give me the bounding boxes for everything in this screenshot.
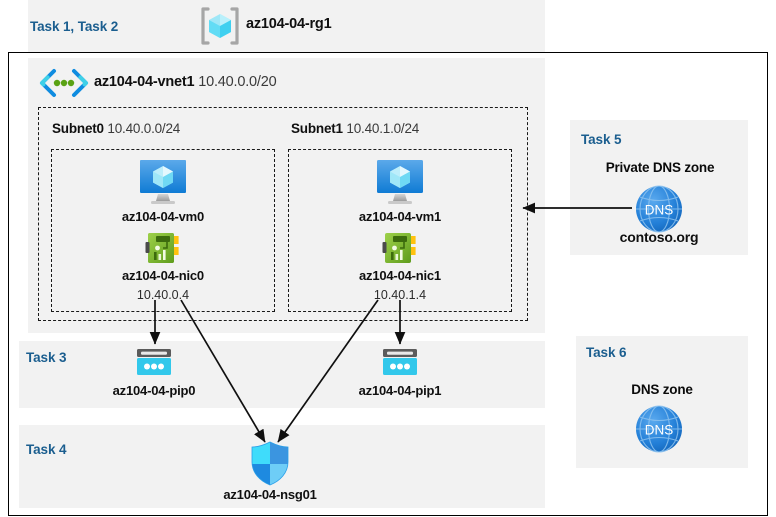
vm0-label: az104-04-vm0 [121, 209, 205, 224]
nsg-label: az104-04-nsg01 [223, 487, 317, 502]
task-label-6: Task 6 [586, 345, 627, 360]
private-dns-zone-name: contoso.org [619, 229, 699, 245]
virtual-network-panel [28, 58, 545, 333]
subnet1-title: Subnet1 10.40.1.0/24 [291, 121, 419, 136]
dns-zone-heading: DNS zone [631, 382, 693, 397]
vnet-name: az104-04-vnet1 [94, 74, 195, 90]
nic0-label: az104-04-nic0 [122, 268, 204, 283]
public-ip-address-icon [135, 347, 173, 379]
nic0-private-ip: 10.40.0.4 [136, 288, 190, 302]
task-label-4: Task 4 [26, 442, 67, 457]
subnet1-name: Subnet1 [291, 121, 343, 136]
virtual-network-icon [38, 68, 90, 98]
network-interface-icon [382, 230, 418, 266]
private-dns-zone-heading: Private DNS zone [605, 160, 715, 175]
task-label-5: Task 5 [581, 132, 622, 147]
resource-group-name-text: az104-04-rg1 [246, 16, 332, 32]
task-label-1-2: Task 1, Task 2 [30, 19, 119, 34]
vnet-address-space: 10.40.0.0/20 [198, 74, 277, 90]
network-interface-icon [145, 230, 181, 266]
resource-group-icon [199, 6, 241, 46]
nic1-label: az104-04-nic1 [359, 268, 441, 283]
diagram-outer-border [8, 52, 768, 516]
resource-group-panel [28, 0, 545, 52]
task-label-3: Task 3 [26, 350, 67, 365]
vm1-label: az104-04-vm1 [358, 209, 442, 224]
resource-group-name: az104-04-rg1 [246, 16, 332, 32]
subnet0-name: Subnet0 [52, 121, 104, 136]
pip1-label: az104-04-pip1 [358, 383, 442, 398]
subnet0-address-prefix: 10.40.0.0/24 [107, 121, 181, 136]
public-ip-address-icon [381, 347, 419, 379]
subnet1-address-prefix: 10.40.1.0/24 [346, 121, 420, 136]
vnet-title: az104-04-vnet1 10.40.0.0/20 [94, 74, 277, 90]
subnet0-title: Subnet0 10.40.0.0/24 [52, 121, 180, 136]
subnet0-box [51, 149, 275, 312]
virtual-machine-icon [373, 158, 427, 206]
dns-icon-text: DNS [645, 203, 674, 218]
virtual-machine-icon [136, 158, 190, 206]
dns-zone-icon: DNS [634, 184, 684, 234]
network-security-group-icon [248, 440, 292, 488]
dns-zone-icon: DNS [634, 404, 684, 454]
pip0-label: az104-04-pip0 [112, 383, 196, 398]
nic1-private-ip: 10.40.1.4 [373, 288, 427, 302]
dns-icon-text: DNS [645, 423, 674, 438]
